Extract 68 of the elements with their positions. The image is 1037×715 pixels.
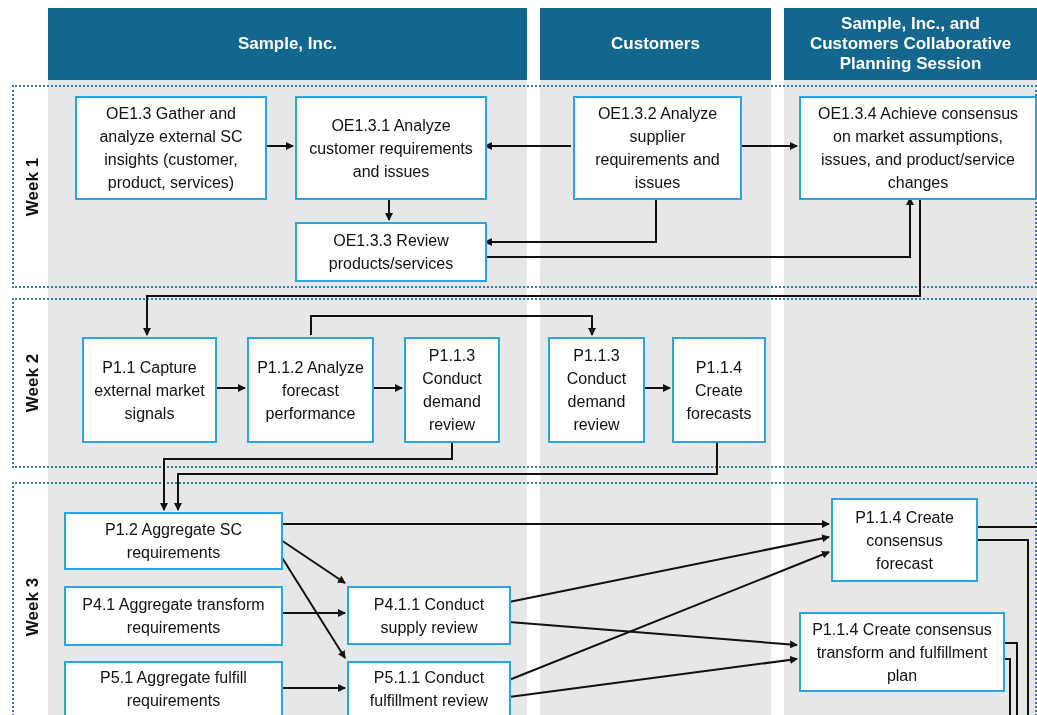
step-text: P1.1 Capture external market signals bbox=[93, 357, 206, 424]
process-box bbox=[573, 96, 742, 200]
arrow bbox=[508, 550, 830, 681]
arrow bbox=[214, 384, 246, 392]
step-text: P1.1.3 Conduct demand review bbox=[421, 346, 483, 435]
arrow bbox=[484, 197, 657, 246]
column-header-text: Customers bbox=[611, 34, 700, 54]
step-text: P4.1.1 Conduct supply review bbox=[372, 594, 486, 638]
arrow bbox=[143, 197, 921, 336]
arrow bbox=[739, 142, 798, 150]
step-text: P1.1.4 Create forecasts bbox=[685, 357, 753, 424]
process-box bbox=[672, 337, 766, 443]
step-text: OE1.3.4 Achieve consensus on market assumptions, issues, and product/service changes bbox=[816, 104, 1020, 193]
arrow bbox=[508, 621, 798, 649]
step-text: P1.1.4 Create consensus forecast bbox=[854, 507, 955, 574]
column-header bbox=[784, 8, 1037, 80]
arrow bbox=[484, 142, 572, 150]
arrow bbox=[160, 440, 453, 511]
week-label: Week 3 bbox=[22, 577, 44, 637]
arrow bbox=[280, 539, 346, 584]
column-header bbox=[540, 8, 771, 80]
process-box bbox=[548, 337, 645, 443]
arrow bbox=[280, 520, 830, 528]
week-band bbox=[12, 298, 1037, 468]
step-text: P1.1.2 Analyze forecast performance bbox=[256, 357, 365, 424]
process-box bbox=[64, 661, 283, 715]
arrow bbox=[280, 555, 346, 659]
process-box bbox=[247, 337, 374, 443]
arrow bbox=[642, 384, 671, 392]
step-text: P5.1 Aggregate fulfill requirements bbox=[99, 668, 248, 711]
step-text: P4.1 Aggregate transform requirements bbox=[81, 595, 266, 638]
arrow bbox=[280, 684, 346, 692]
process-box bbox=[404, 337, 500, 443]
process-box bbox=[831, 498, 978, 582]
process-box bbox=[82, 337, 217, 443]
arrow bbox=[385, 197, 393, 221]
week-band bbox=[12, 482, 1037, 715]
week-label: Week 2 bbox=[22, 353, 44, 413]
arrow bbox=[174, 440, 718, 511]
week-band bbox=[12, 85, 1037, 288]
arrow bbox=[264, 142, 294, 150]
arrow bbox=[508, 534, 830, 603]
process-box bbox=[295, 96, 487, 200]
process-box bbox=[799, 612, 1005, 692]
week-label: Week 1 bbox=[22, 157, 44, 216]
step-text: OE1.3.1 Analyze customer requirements and issues bbox=[308, 115, 474, 182]
arrow bbox=[371, 384, 403, 392]
step-text: P5.1.1 Conduct fulfillment review bbox=[368, 668, 490, 711]
column-header-text: Sample, Inc., and Customers Collaborative Planning Session bbox=[808, 14, 1013, 74]
step-text: P1.1.4 Create consensus transform and fulfillment plan bbox=[811, 619, 993, 686]
arrow bbox=[508, 655, 798, 698]
process-box bbox=[799, 96, 1037, 200]
process-box bbox=[75, 96, 267, 200]
arrow bbox=[280, 609, 346, 617]
step-text: OE1.3 Gather and analyze external SC insights (customer, product, services) bbox=[98, 104, 244, 193]
process-box bbox=[64, 512, 283, 570]
process-box bbox=[64, 586, 283, 646]
column-header-text: Sample, Inc. bbox=[237, 34, 338, 54]
step-text: P1.2 Aggregate SC requirements bbox=[104, 520, 243, 563]
column-header bbox=[48, 8, 527, 80]
step-text: P1.1.3 Conduct demand review bbox=[565, 346, 628, 435]
process-box bbox=[347, 661, 511, 715]
process-box bbox=[295, 222, 487, 282]
arrow bbox=[484, 197, 914, 258]
process-box bbox=[347, 586, 511, 645]
arrow bbox=[310, 315, 596, 336]
step-text: OE1.3.2 Analyze supplier requirements and issues bbox=[594, 104, 721, 193]
step-text: OE1.3.3 Review products/services bbox=[327, 231, 455, 274]
